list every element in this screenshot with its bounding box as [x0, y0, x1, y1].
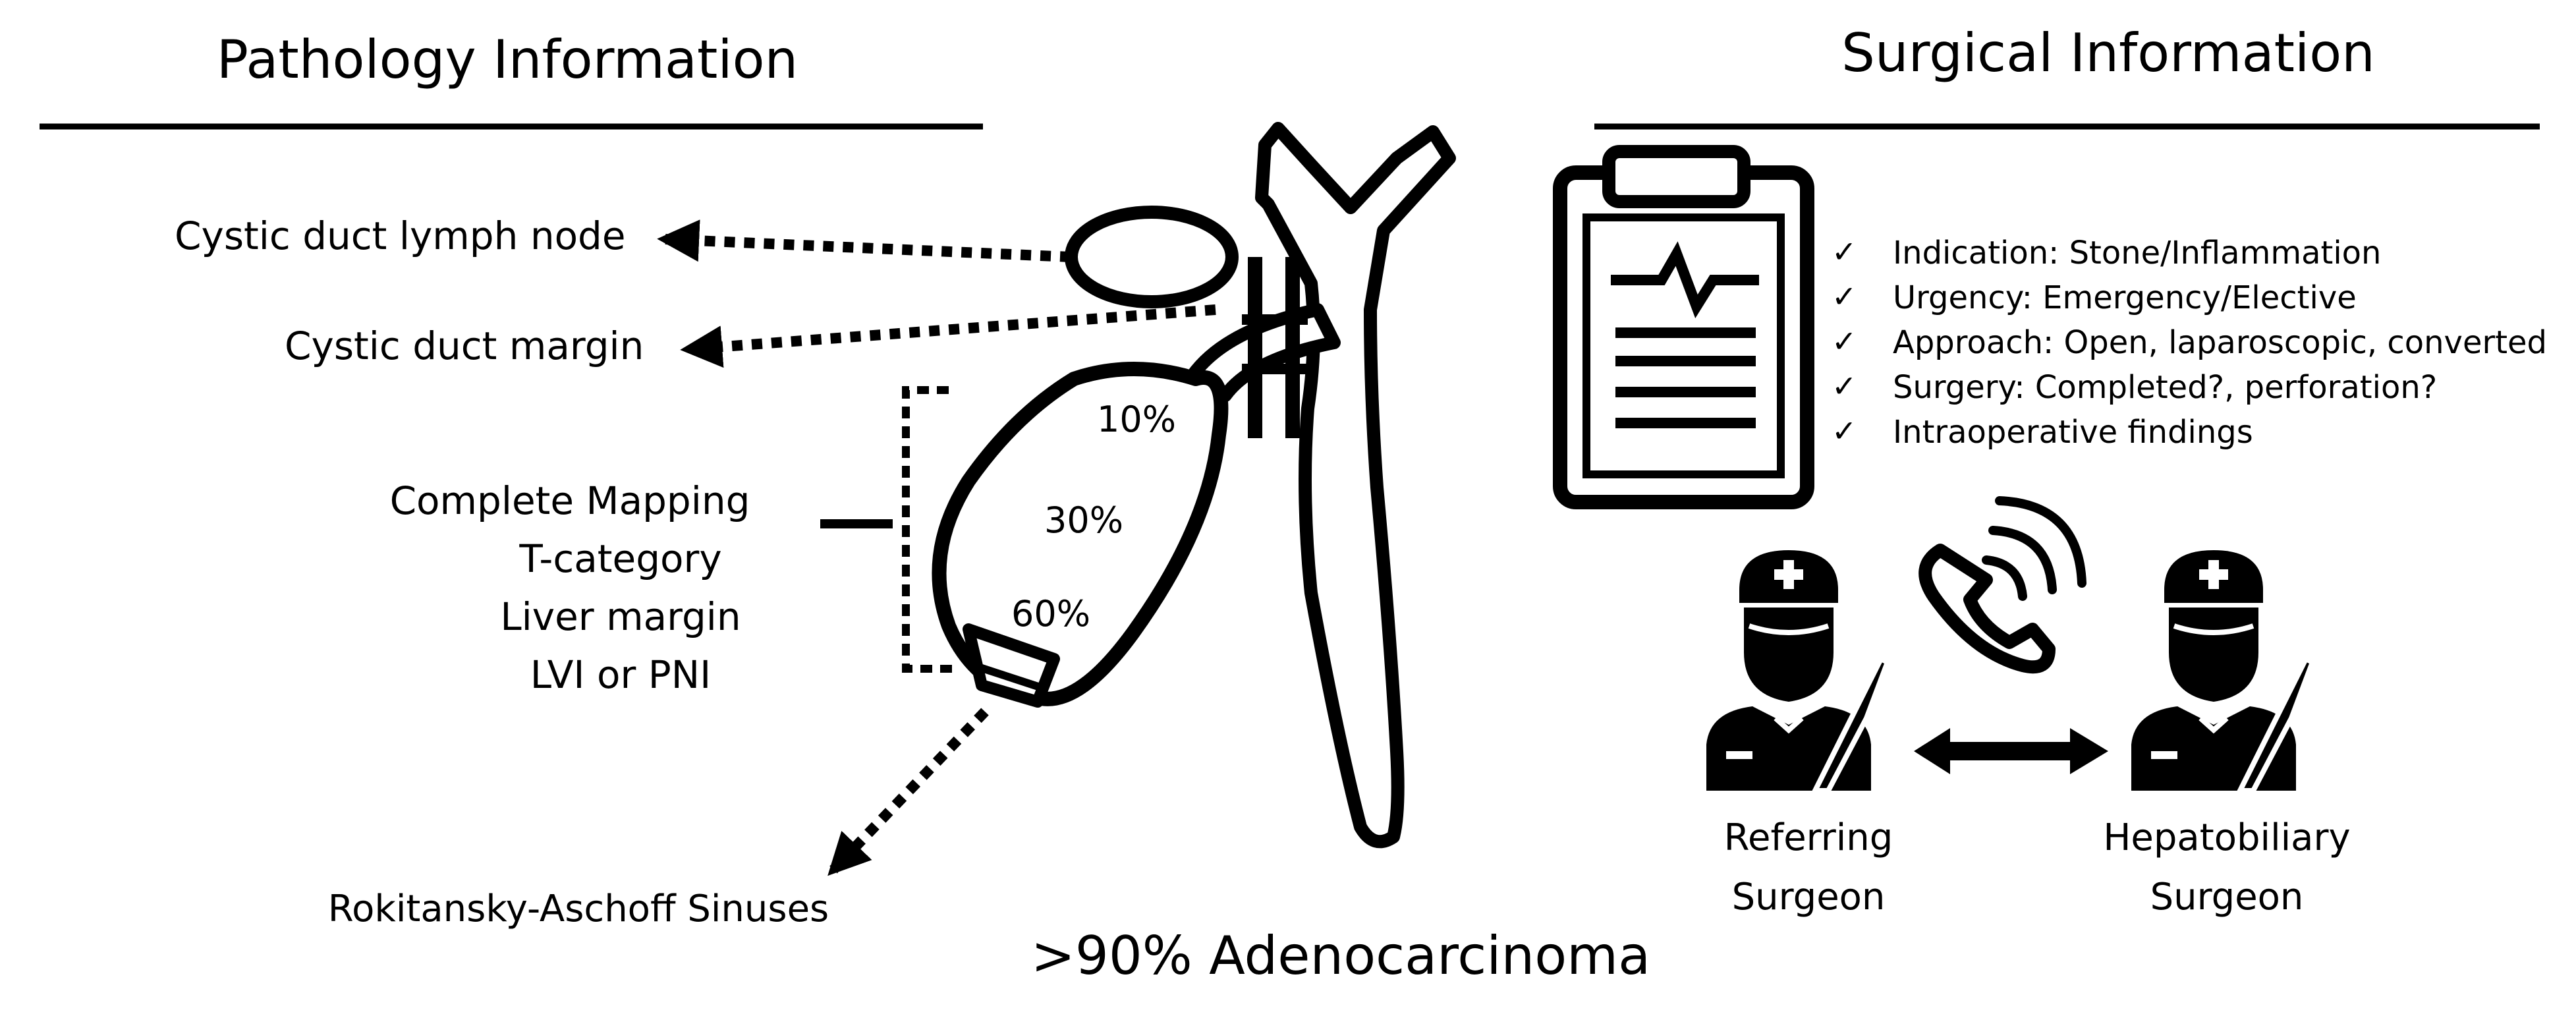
liver-margin-label: Liver margin: [500, 594, 741, 639]
gallbladder-diagram: [932, 122, 1456, 849]
mapping-bracket: [902, 386, 952, 673]
cystic-duct-margin-label: Cystic duct margin: [285, 324, 644, 368]
pathology-heading: Pathology Information: [217, 29, 798, 90]
checklist-item: Indication: Stone/Inflammation: [1893, 235, 2381, 271]
fundus-divider: [972, 662, 1046, 693]
duct-margin-arrow: [680, 304, 1216, 368]
checklist-item: Intraoperative findings: [1893, 414, 2253, 451]
hepatobiliary-surgeon-label: Surgeon: [2150, 876, 2304, 919]
complete-mapping-label: Complete Mapping: [390, 478, 750, 523]
double-arrow-icon: [1914, 728, 2108, 774]
lymph-node-arrow: [657, 219, 1071, 262]
cystic-duct-lymph-node-label: Cystic duct lymph node: [175, 213, 626, 258]
adenocarcinoma-caption: >90% Adenocarcinoma: [1031, 925, 1650, 986]
checklist-item: Surgery: Completed?, perforation?: [1893, 369, 2437, 406]
sinuses-arrow: [827, 708, 989, 876]
lvi-pni-label: LVI or PNI: [530, 652, 711, 697]
percent-30-label: 30%: [1044, 499, 1123, 541]
check-mark: ✓: [1832, 324, 1857, 359]
referring-surgeon-label: Surgeon: [1732, 876, 1886, 919]
hepatobiliary-surgeon-icon: [2131, 550, 2312, 791]
referring-label: Referring: [1724, 816, 1893, 859]
percent-10-label: 10%: [1097, 399, 1176, 440]
check-mark: ✓: [1832, 368, 1857, 404]
referring-surgeon-icon: [1706, 550, 1888, 791]
surgical-heading: Surgical Information: [1841, 22, 2375, 84]
rokitansky-aschoff-label: Rokitansky-Aschoff Sinuses: [328, 888, 829, 930]
check-mark: ✓: [1832, 234, 1857, 269]
phone-ringing-icon: [1918, 496, 2086, 674]
checklist-item: Urgency: Emergency/Elective: [1893, 279, 2357, 316]
checklist-item: Approach: Open, laparoscopic, converted: [1893, 324, 2547, 361]
check-mark: ✓: [1832, 279, 1857, 314]
common-bile-duct: [1255, 122, 1456, 849]
t-category-label: T-category: [518, 536, 721, 581]
check-mark: ✓: [1832, 413, 1857, 449]
percent-60-label: 60%: [1011, 593, 1090, 635]
cystic-duct-lymph-node: [1065, 206, 1239, 308]
clipboard-ecg-icon: [1553, 145, 1814, 509]
surgical-checklist: ✓ Indication: Stone/Inflammation ✓ Urgen…: [1832, 234, 2547, 451]
hepatobiliary-label: Hepatobiliary: [2103, 816, 2350, 859]
